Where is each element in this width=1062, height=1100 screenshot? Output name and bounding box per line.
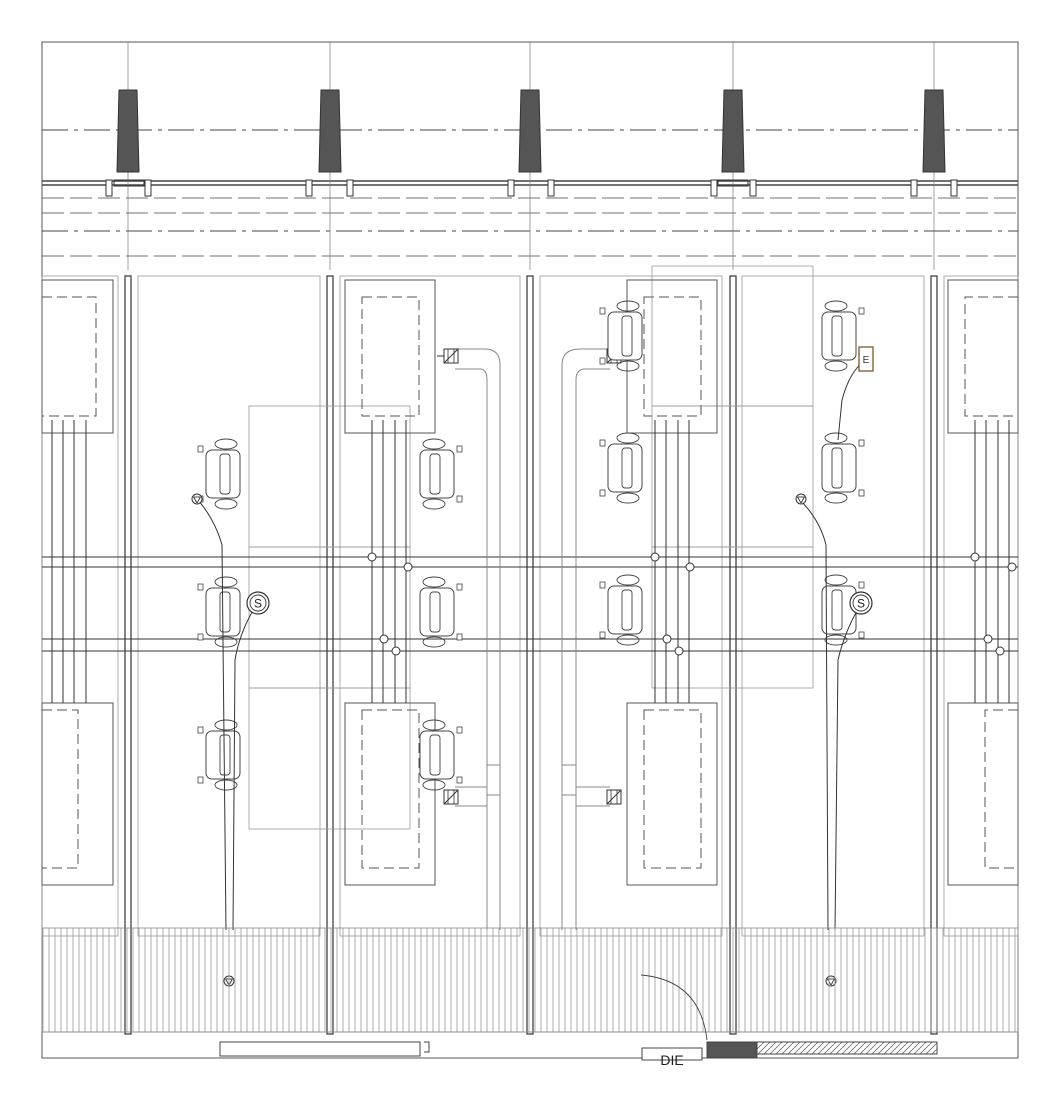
sensor-label: S	[857, 597, 865, 611]
chairs	[197, 300, 865, 791]
cables	[197, 359, 867, 931]
pendant-luminaire-icon	[922, 89, 946, 173]
bottom-wall	[219, 1041, 938, 1061]
electrical-panel: E	[858, 346, 874, 372]
valve-icon	[443, 789, 459, 805]
door-swing	[640, 974, 708, 1041]
desk-units	[41, 279, 1019, 886]
sensor-left: S	[246, 591, 270, 615]
track-nodes	[367, 552, 1017, 656]
ceiling-baffles	[41, 927, 1019, 1033]
room-tag: DIE	[660, 1052, 683, 1068]
valve-icon	[443, 348, 459, 364]
panel-label: E	[863, 355, 870, 366]
sensor-label: S	[254, 597, 262, 611]
data-outlets	[191, 493, 837, 987]
chair-icon	[419, 438, 463, 510]
data-outlet-icon	[191, 493, 203, 505]
valve-icon	[606, 789, 622, 805]
chair-icon	[821, 300, 865, 372]
columns	[124, 275, 938, 1035]
chair-icon	[419, 719, 463, 791]
pendant-luminaires	[116, 89, 946, 173]
pendant-luminaire-icon	[518, 89, 542, 173]
chair-icon	[599, 574, 643, 646]
chair-icon	[197, 576, 241, 648]
chair-icon	[599, 432, 643, 504]
cable-trays	[51, 420, 1010, 703]
chair-icon	[599, 300, 643, 372]
data-outlet-icon	[795, 493, 807, 505]
chair-icon	[197, 438, 241, 510]
sensor-right: S	[849, 591, 873, 615]
chair-icon	[821, 432, 865, 504]
facade-brackets	[105, 179, 958, 197]
pendant-luminaire-icon	[721, 89, 745, 173]
chair-icon	[419, 576, 463, 648]
ceiling-panels	[248, 265, 814, 830]
panel-icon	[858, 346, 874, 372]
pendant-luminaire-icon	[116, 89, 140, 173]
ducts	[437, 348, 627, 930]
pendant-luminaire-icon	[318, 89, 342, 173]
horizontal-tracks	[42, 556, 1018, 652]
